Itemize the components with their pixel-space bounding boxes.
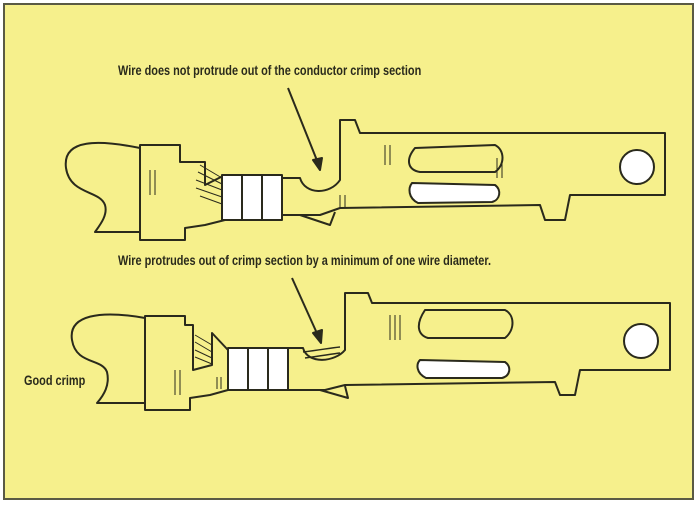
callout-bottom-label: Wire protrudes out of crimp section by a… xyxy=(118,252,492,268)
terminal-bottom xyxy=(70,292,671,411)
arrow-top xyxy=(287,87,321,169)
slot-bottom xyxy=(416,359,511,379)
wire-bands-bottom xyxy=(227,347,289,391)
window-top xyxy=(408,144,504,173)
window-bottom xyxy=(417,309,514,339)
callout-top-label: Wire does not protrude out of the conduc… xyxy=(118,62,422,78)
conductor-crimp-top xyxy=(282,119,666,221)
insulation-crimp-top xyxy=(139,144,226,241)
terminal-top xyxy=(64,119,666,241)
good-crimp-label: Good crimp xyxy=(24,372,86,388)
wire-insulation-bottom xyxy=(70,313,146,404)
ring-hole-top xyxy=(619,149,655,185)
slot-top xyxy=(408,182,501,204)
wire-bands-top xyxy=(221,174,283,221)
figure-frame xyxy=(3,3,694,500)
wire-insulation-top xyxy=(64,141,141,233)
ring-hole-bottom xyxy=(623,323,659,359)
insulation-crimp-bottom xyxy=(144,315,229,411)
arrow-bottom xyxy=(291,277,321,341)
conductor-crimp-bottom xyxy=(288,292,671,396)
